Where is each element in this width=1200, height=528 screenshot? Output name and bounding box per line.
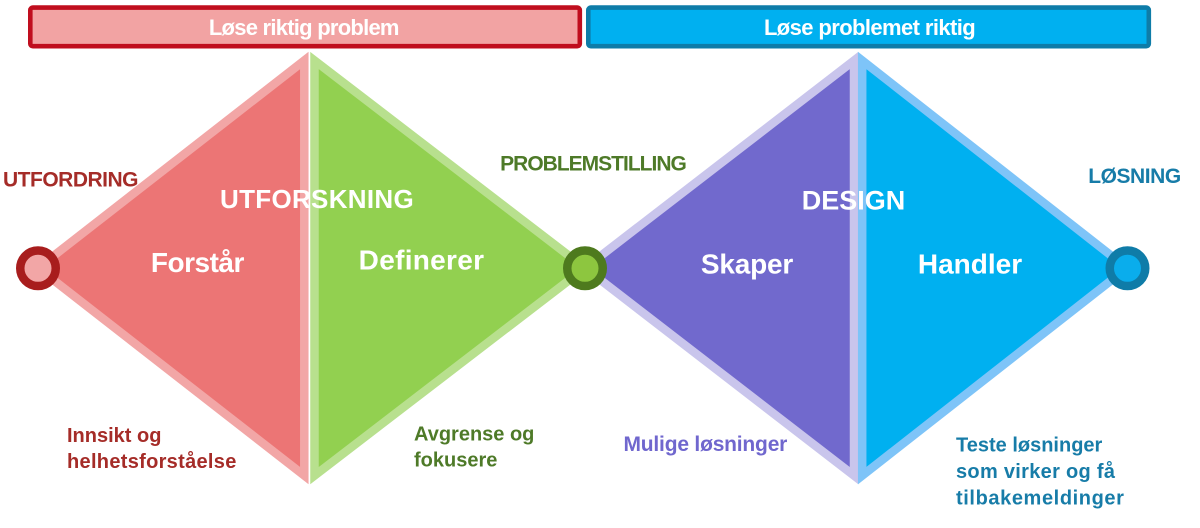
- svg-text:Forstår: Forstår: [151, 247, 245, 278]
- svg-text:Teste løsninger: Teste løsninger: [956, 434, 1103, 456]
- svg-text:helhetsforståelse: helhetsforståelse: [67, 450, 237, 473]
- svg-text:Mulige løsninger: Mulige løsninger: [624, 433, 788, 456]
- svg-text:Innsikt og: Innsikt og: [67, 425, 161, 447]
- svg-text:Handler: Handler: [918, 249, 1022, 280]
- svg-text:Definerer: Definerer: [359, 245, 485, 276]
- svg-text:Løse problemet riktig: Løse problemet riktig: [764, 15, 975, 40]
- svg-text:Skaper: Skaper: [701, 249, 793, 280]
- svg-text:UTFORSKNING: UTFORSKNING: [220, 184, 414, 214]
- svg-text:PROBLEMSTILLING: PROBLEMSTILLING: [500, 153, 686, 176]
- svg-text:som virker og få: som virker og få: [956, 460, 1116, 483]
- svg-text:Avgrense og: Avgrense og: [414, 424, 534, 446]
- svg-text:tilbakemeldinger: tilbakemeldinger: [956, 487, 1125, 509]
- svg-text:LØSNING: LØSNING: [1088, 165, 1181, 188]
- svg-text:Løse riktig problem: Løse riktig problem: [209, 15, 399, 40]
- svg-text:UTFORDRING: UTFORDRING: [3, 169, 138, 192]
- svg-text:fokusere: fokusere: [414, 450, 497, 472]
- svg-text:DESIGN: DESIGN: [802, 185, 906, 215]
